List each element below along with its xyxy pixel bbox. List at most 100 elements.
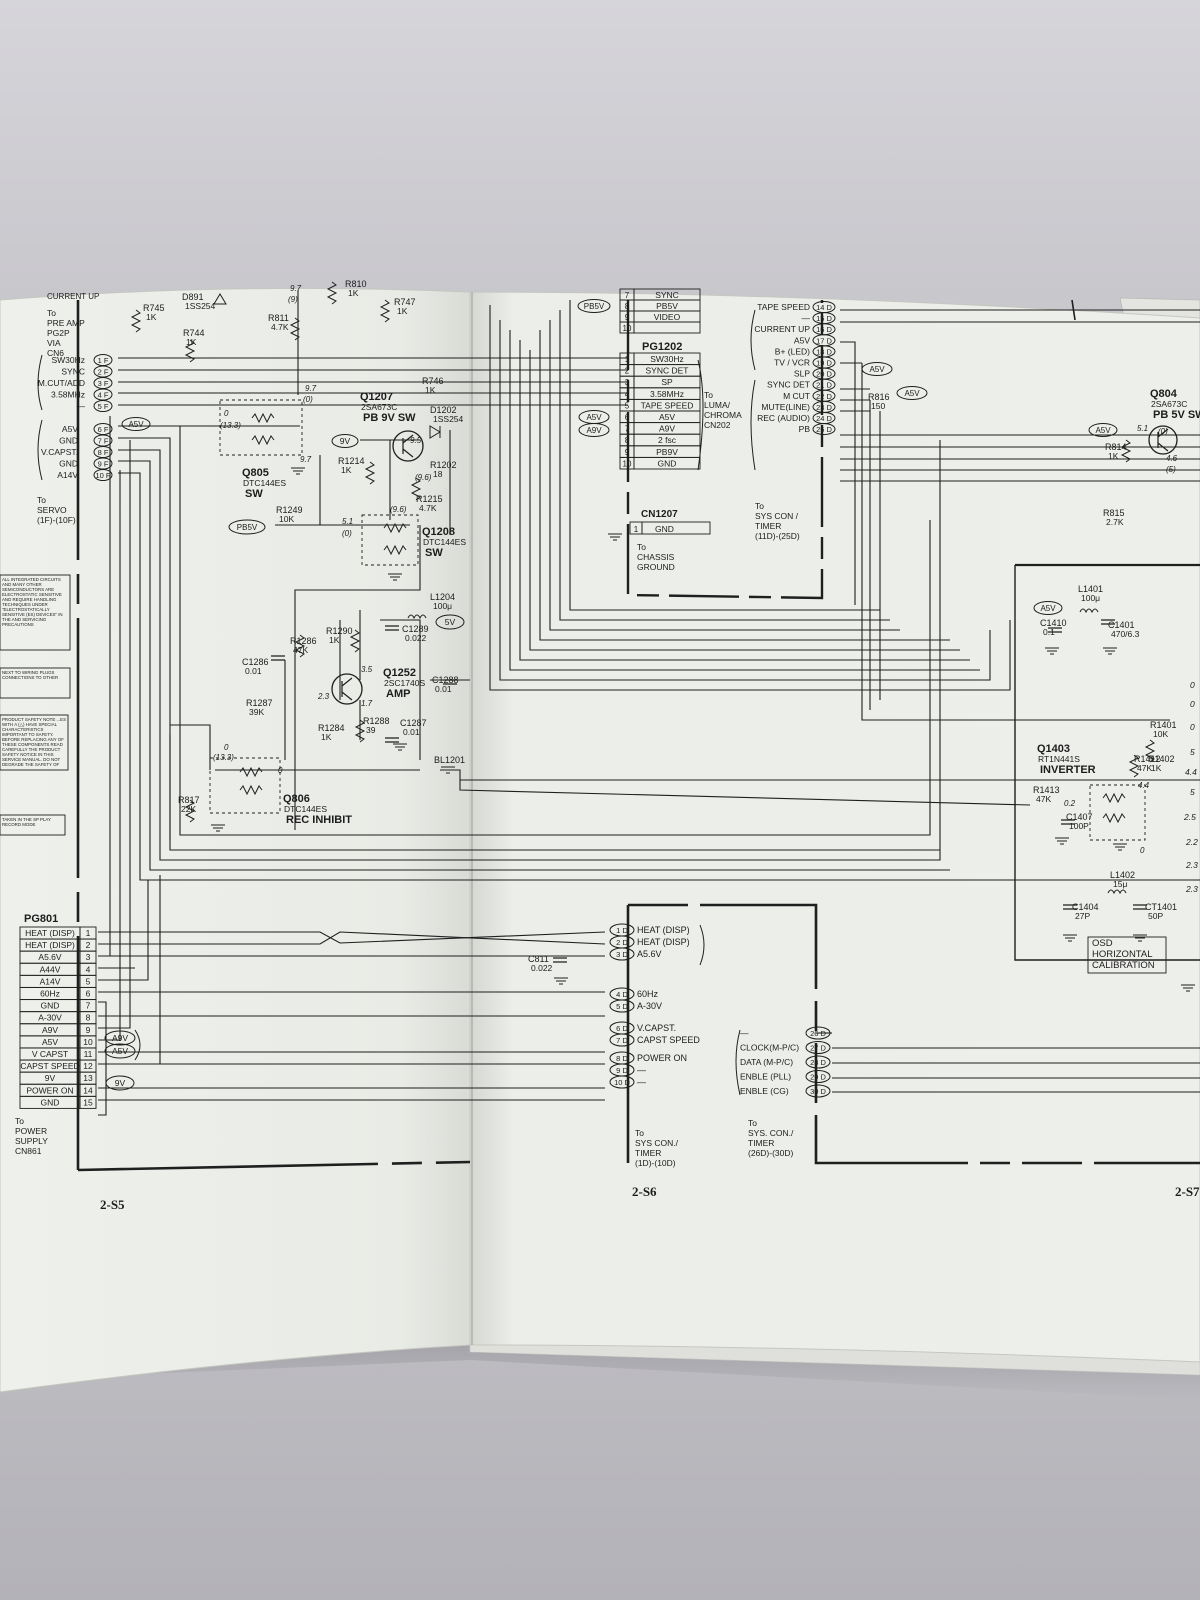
component-value-r1290: 1K bbox=[329, 635, 340, 645]
syscon-right-brace bbox=[750, 309, 756, 471]
voltage-reading: 1.7 bbox=[361, 699, 373, 708]
left-block-pin2-label: V.CAPST. bbox=[41, 447, 78, 457]
pg801-pin-num: 6 bbox=[86, 989, 91, 999]
right-edge-voltage: 0 bbox=[1190, 722, 1195, 732]
syscon-right-pin-num: 17 D bbox=[816, 336, 832, 345]
pg1202-top-pin-num: 10 bbox=[623, 324, 632, 333]
syscon-lower-right-num: 30 D bbox=[810, 1087, 826, 1096]
component-ref-r1214: R1214 bbox=[338, 456, 365, 466]
right-edge-voltage: 0 bbox=[1190, 699, 1195, 709]
component-ref-c1287: C1287 bbox=[400, 718, 427, 728]
syscon-right-pin-num: 21 D bbox=[816, 381, 832, 390]
component-value-r1215: 4.7K bbox=[419, 503, 437, 513]
pg1202-destination: LUMA/ bbox=[704, 400, 731, 410]
d1202-diode-symbol bbox=[429, 425, 441, 439]
rail-5v-oval bbox=[435, 614, 465, 630]
left-block-pin1-num: 2 F bbox=[98, 368, 109, 377]
capacitor-symbol bbox=[1063, 904, 1077, 910]
pg1202-pin-num: 10 bbox=[623, 459, 632, 468]
syscon-lower-right-num: 26 D bbox=[810, 1029, 826, 1038]
component-value-r1402: 1K bbox=[1151, 763, 1162, 773]
component-value-c811: 0.022 bbox=[531, 963, 553, 973]
component-ref-q1403: Q1403 bbox=[1037, 743, 1070, 755]
component-ref-r817: R817 bbox=[178, 795, 200, 805]
pg801-pin-num: 7 bbox=[86, 1001, 91, 1011]
pg1202-destination: CN202 bbox=[704, 420, 731, 430]
component-value-r1249: 10K bbox=[279, 514, 294, 524]
pg801-pin-num: 5 bbox=[86, 976, 91, 986]
syscon-right-pin-label: TAPE SPEED bbox=[757, 302, 810, 312]
voltage-reading: (13.3) bbox=[213, 753, 234, 762]
left-block-pin1-label: 3.58MHz bbox=[51, 390, 85, 400]
syscon-lower-right-label: — bbox=[740, 1028, 749, 1038]
component-ref-r1284: R1284 bbox=[318, 723, 345, 733]
q1208-dashed-box bbox=[361, 514, 419, 566]
rail-a5v-oval-3 bbox=[1088, 423, 1118, 437]
voltage-reading: 9.5 bbox=[410, 436, 422, 445]
rail-a5v-oval-1 bbox=[861, 362, 893, 376]
ground-symbol bbox=[211, 824, 225, 832]
cn1207-title: CN1207 bbox=[641, 509, 678, 520]
voltage-reading: (9) bbox=[288, 295, 298, 304]
component-function-q806: REC INHIBIT bbox=[286, 814, 352, 826]
component-ref-l1204: L1204 bbox=[430, 592, 455, 602]
component-ref-r1286: R1286 bbox=[290, 636, 317, 646]
osd-calibration-label: HORIZONTAL bbox=[1092, 949, 1153, 960]
pg801-title: PG801 bbox=[24, 913, 58, 925]
component-function-q805: SW bbox=[245, 488, 263, 500]
pg1202-pb5v: PB5V bbox=[584, 302, 605, 311]
pg801-pin-label: HEAT (DISP) bbox=[25, 928, 75, 938]
component-ref-c811: C811 bbox=[528, 954, 549, 964]
left-block-dest2: To bbox=[37, 495, 46, 505]
pg801-pin-label: A9V bbox=[42, 1025, 58, 1035]
left-block-dest1: CN6 bbox=[47, 348, 64, 358]
syscon-lower-destination: (1D)-(10D) bbox=[635, 1158, 676, 1168]
component-value-r747: 1K bbox=[397, 306, 408, 316]
syscon-right-destination: TIMER bbox=[755, 521, 781, 531]
component-ref-r1249: R1249 bbox=[276, 505, 303, 515]
ground-symbol bbox=[393, 743, 407, 751]
pg1202-pin-label: A5V bbox=[659, 412, 675, 422]
right-edge-voltage: 4.4 bbox=[1185, 767, 1197, 777]
syscon-lower-right-num: 29 D bbox=[810, 1073, 826, 1082]
pg1202-pin-label: SP bbox=[661, 377, 673, 387]
left-block-top-label: CURRENT UP bbox=[47, 292, 99, 301]
component-value-c1401: 470/6.3 bbox=[1111, 629, 1140, 639]
component-value-r1401: 10K bbox=[1153, 729, 1168, 739]
pg801-pin-num: 15 bbox=[83, 1097, 93, 1107]
pg801-pin-num: 13 bbox=[83, 1073, 93, 1083]
rail-9v-oval bbox=[331, 434, 359, 448]
left-a5v-badge: A5V bbox=[128, 420, 144, 429]
left-block-pin2-label: GND bbox=[59, 436, 78, 446]
component-value-d1202: 1SS254 bbox=[433, 414, 464, 424]
component-ref-c1410: C1410 bbox=[1040, 618, 1067, 628]
component-value-r1202: 18 bbox=[433, 469, 443, 479]
syscon-lower-right-label: ENBLE (PLL) bbox=[740, 1072, 791, 1082]
left-block-dest2: SERVO bbox=[37, 505, 67, 515]
component-ref-r1402: R1402 bbox=[1148, 754, 1175, 764]
component-value-c1286: 0.01 bbox=[245, 666, 262, 676]
voltage-reading: (13.3) bbox=[220, 421, 241, 430]
left-block-pin1-label: — bbox=[77, 401, 86, 411]
resistor-symbol bbox=[364, 461, 376, 485]
component-function-q1208: SW bbox=[425, 547, 443, 559]
syscon-right-pin-num: 16 D bbox=[816, 325, 832, 334]
pg801-pin-label: V CAPST bbox=[32, 1049, 68, 1059]
bias-resistor-symbol bbox=[1102, 812, 1126, 824]
pg1202-pin-num: 7 bbox=[625, 425, 630, 434]
pg1202-a9v: A9V bbox=[586, 426, 602, 435]
resistor-symbol bbox=[354, 719, 366, 743]
q804-transistor-symbol-body bbox=[1157, 428, 1169, 452]
component-ref-r815: R815 bbox=[1103, 508, 1125, 518]
syscon-right-destination: (11D)-(25D) bbox=[755, 531, 800, 541]
schematic-wires bbox=[76, 290, 1200, 1172]
component-value-r1287: 39K bbox=[249, 707, 264, 717]
component-value-r1284: 1K bbox=[321, 732, 332, 742]
syscon-lower-pin-num: 8 D bbox=[616, 1054, 628, 1063]
component-ref-c1286: C1286 bbox=[242, 657, 269, 667]
left-block-pin2-num: 7 F bbox=[98, 437, 109, 446]
voltage-reading: 5.1 bbox=[342, 517, 353, 526]
bias-resistor-symbol bbox=[383, 544, 407, 556]
pg1202-top-pin-label: SYNC bbox=[655, 290, 679, 300]
